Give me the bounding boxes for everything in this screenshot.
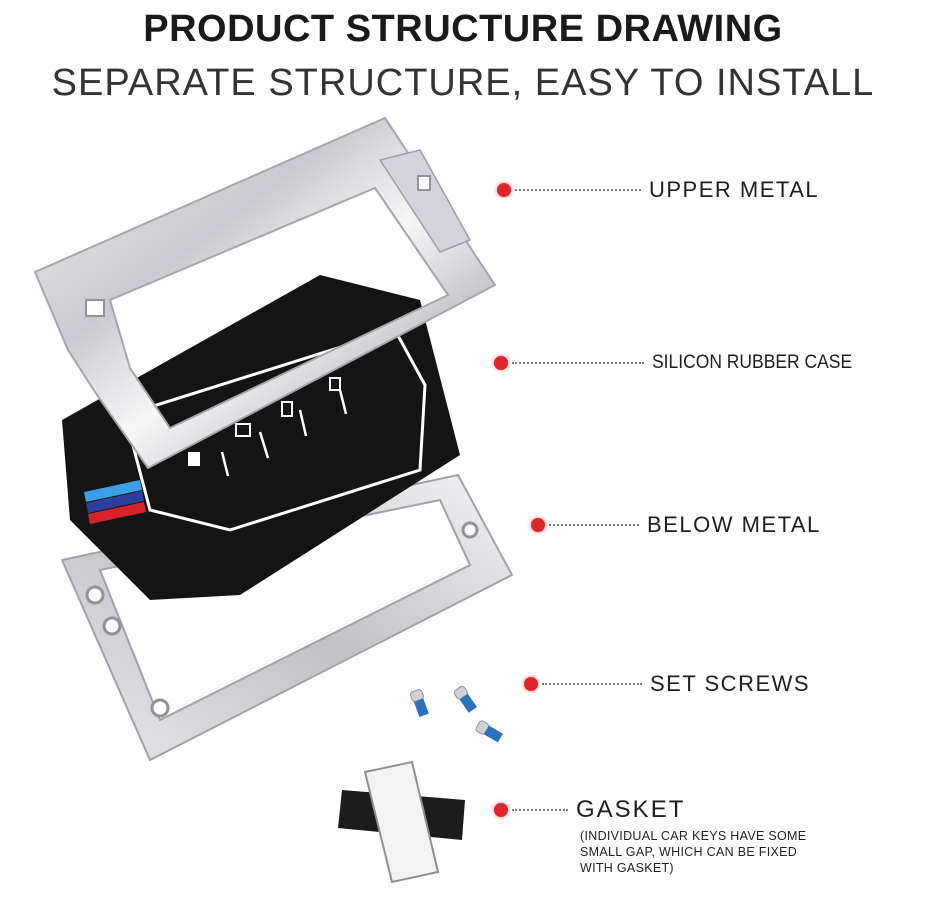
marker-dot: [497, 183, 511, 197]
callout-label: SET SCREWS: [650, 671, 811, 696]
leader-line: [512, 809, 568, 811]
callout-label: BELOW METAL: [647, 512, 821, 537]
callout-set-screws: SET SCREWS: [524, 671, 810, 697]
upper-metal-part: [33, 116, 497, 470]
leader-line: [542, 683, 642, 685]
leader-line: [512, 362, 644, 364]
callout-upper-metal: UPPER METAL: [497, 177, 819, 203]
callout-label: SILICON RUBBER CASE: [652, 352, 853, 373]
marker-dot: [494, 356, 508, 370]
gasket-part: [338, 760, 465, 884]
set-screws-part: [409, 685, 503, 743]
leader-line: [515, 189, 641, 191]
m-stripe-decoration: [84, 480, 146, 524]
leader-line: [549, 524, 639, 526]
callout-silicon-rubber-case: SILICON RUBBER CASE: [494, 352, 870, 374]
marker-dot: [524, 677, 538, 691]
callout-label: GASKET: [576, 796, 686, 823]
page-subtitle: SEPARATE STRUCTURE, EASY TO INSTALL: [51, 62, 875, 104]
marker-dot: [494, 803, 508, 817]
marker-dot: [531, 518, 545, 532]
callout-below-metal: BELOW METAL: [531, 512, 821, 538]
callout-label: UPPER METAL: [649, 177, 820, 202]
page-title: PRODUCT STRUCTURE DRAWING: [143, 8, 783, 50]
gasket-note: (INDIVIDUAL CAR KEYS HAVE SOME SMALL GAP…: [580, 829, 807, 875]
callout-gasket: GASKET: [494, 796, 685, 824]
